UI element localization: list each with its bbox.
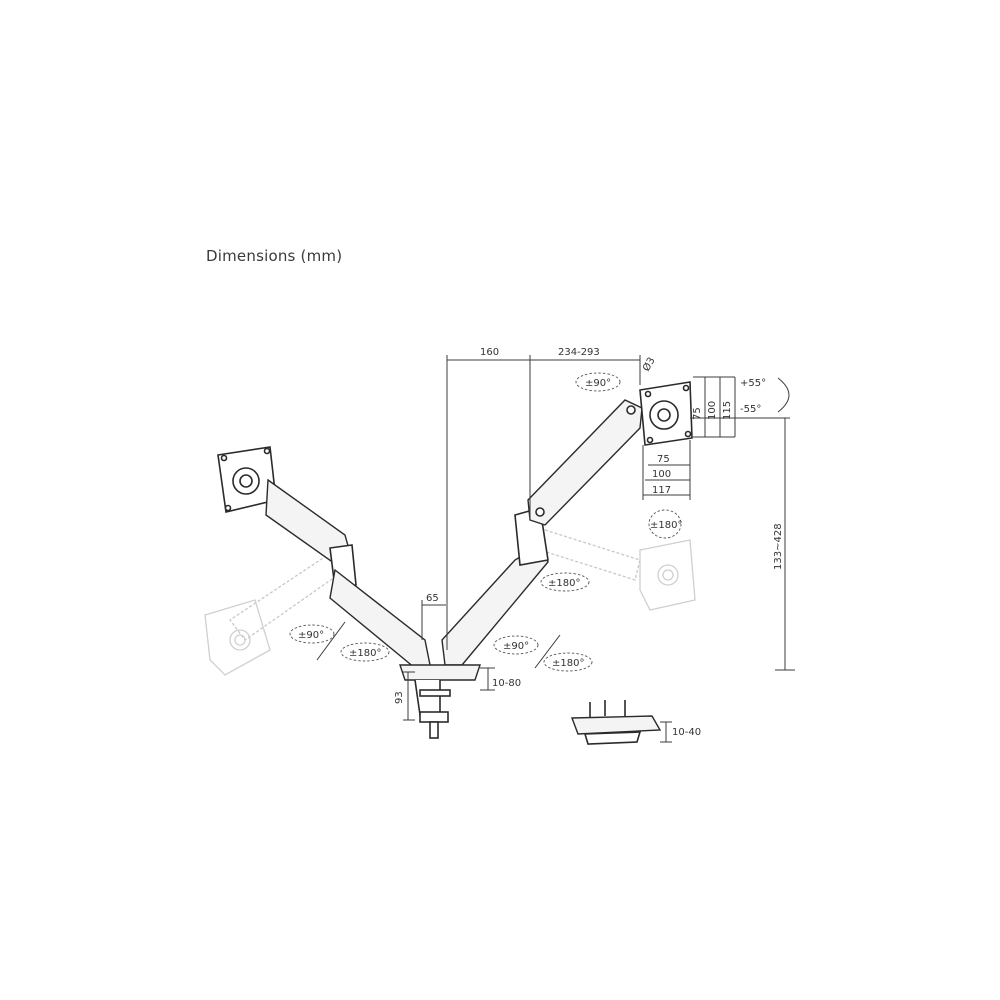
dim-vesa-115-v: 115: [722, 401, 733, 420]
dim-vesa-75-v: 75: [692, 407, 703, 420]
dim-top-offset: 160: [480, 347, 499, 358]
angle-right-swivel-180-elbow: ±180°: [548, 578, 580, 589]
dim-hole-diameter: Ø3: [640, 355, 658, 373]
angle-left-rotate-90: ±90°: [298, 630, 324, 641]
dim-pole-offset: 65: [426, 593, 439, 604]
rotation-markers: [289, 372, 682, 672]
dim-height-range: 133~428: [773, 523, 784, 570]
dim-desk-thickness-grommet: 10-40: [672, 727, 701, 738]
angle-tilt-down: -55°: [740, 404, 761, 415]
dim-vesa-100-h: 100: [652, 469, 671, 480]
dim-vesa-75-h: 75: [657, 454, 670, 465]
dim-clamp-depth: 93: [394, 691, 405, 704]
dim-vesa-100-v: 100: [707, 401, 718, 420]
left-arm: [217, 446, 431, 669]
angle-tilt-up: +55°: [740, 378, 766, 389]
angle-right-rotate-90: ±90°: [585, 378, 611, 389]
grommet-mount: [570, 700, 662, 745]
angle-right-swivel-180-head: ±180°: [650, 520, 682, 531]
angle-center-rotate-90: ±90°: [503, 641, 529, 652]
angle-center-swivel-180: ±180°: [552, 658, 584, 669]
diagram-title: Dimensions (mm): [206, 247, 343, 265]
dimension-lines: [316, 355, 795, 743]
right-ghost-arm: [539, 529, 696, 611]
right-arm: [441, 381, 693, 666]
angle-left-swivel-180: ±180°: [349, 648, 381, 659]
left-ghost-arm: [204, 549, 346, 676]
dim-top-reach: 234-293: [558, 347, 600, 358]
pole-and-base: [399, 664, 481, 739]
dim-desk-thickness-clamp: 10-80: [492, 678, 521, 689]
dim-vesa-117-h: 117: [652, 485, 671, 496]
